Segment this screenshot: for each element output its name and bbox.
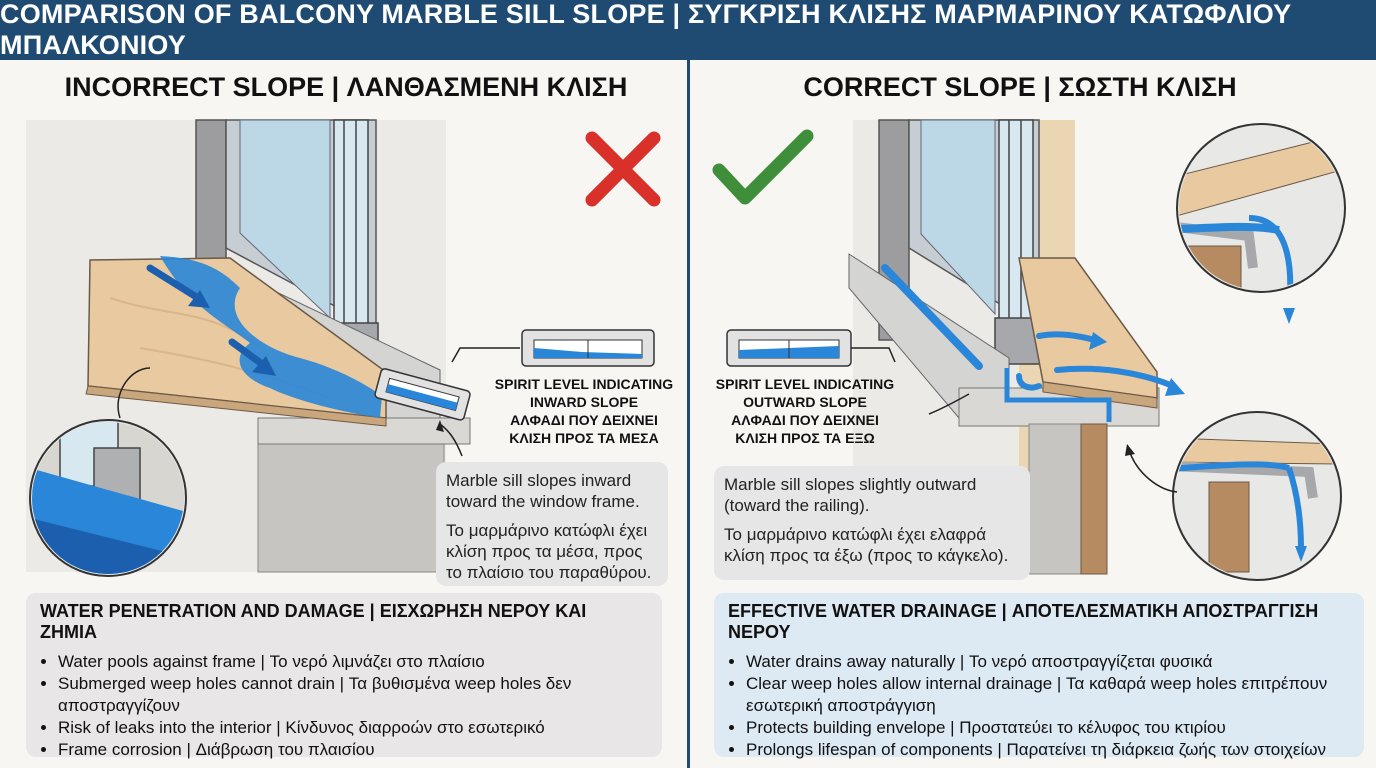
center-divider xyxy=(687,60,690,768)
outward-level-label: SPIRIT LEVEL INDICATING OUTWARD SLOPE ΑΛ… xyxy=(715,376,895,446)
inward-level-label: SPIRIT LEVEL INDICATING INWARD SLOPE ΑΛΦ… xyxy=(494,376,674,446)
cross-mark-icon xyxy=(585,131,661,207)
list-item: Submerged weep holes cannot drain | Τα β… xyxy=(58,673,648,717)
list-item: Clear weep holes allow internal drainage… xyxy=(746,673,1350,717)
incorrect-slope-illustration xyxy=(26,119,661,577)
incorrect-slope-callout: Marble sill slopes inward toward the win… xyxy=(436,462,668,586)
incorrect-slope-title: INCORRECT SLOPE | ΛΑΝΘΑΣΜΕΝΗ ΚΛΙΣΗ xyxy=(64,72,628,102)
list-item: Risk of leaks into the interior | Κίνδυν… xyxy=(58,717,648,739)
correct-slope-title: CORRECT SLOPE | ΣΩΣΤΗ ΚΛΙΣΗ xyxy=(803,72,1237,102)
list-item: Protects building envelope | Προστατεύει… xyxy=(746,717,1350,739)
water-drainage-box: EFFECTIVE WATER DRAINAGE | ΑΠΟΤΕΛΕΣΜΑΤΙΚ… xyxy=(714,593,1364,759)
correct-slope-callout: Marble sill slopes slightly outward (tow… xyxy=(714,466,1030,580)
list-item: Frame corrosion | Διάβρωση του πλαισίου xyxy=(58,739,648,761)
list-item: Prolongs lifespan of components | Παρατε… xyxy=(746,739,1350,761)
banner-title: COMPARISON OF BALCONY MARBLE SILL SLOPE … xyxy=(0,0,1376,60)
list-item: Water drains away naturally | Το νερό απ… xyxy=(746,651,1350,673)
check-mark-icon xyxy=(712,129,814,205)
list-item: Water pools against frame | Το νερό λιμν… xyxy=(58,651,648,673)
water-damage-box: WATER PENETRATION AND DAMAGE | ΕΙΣΧΩΡΗΣΗ… xyxy=(26,593,662,759)
